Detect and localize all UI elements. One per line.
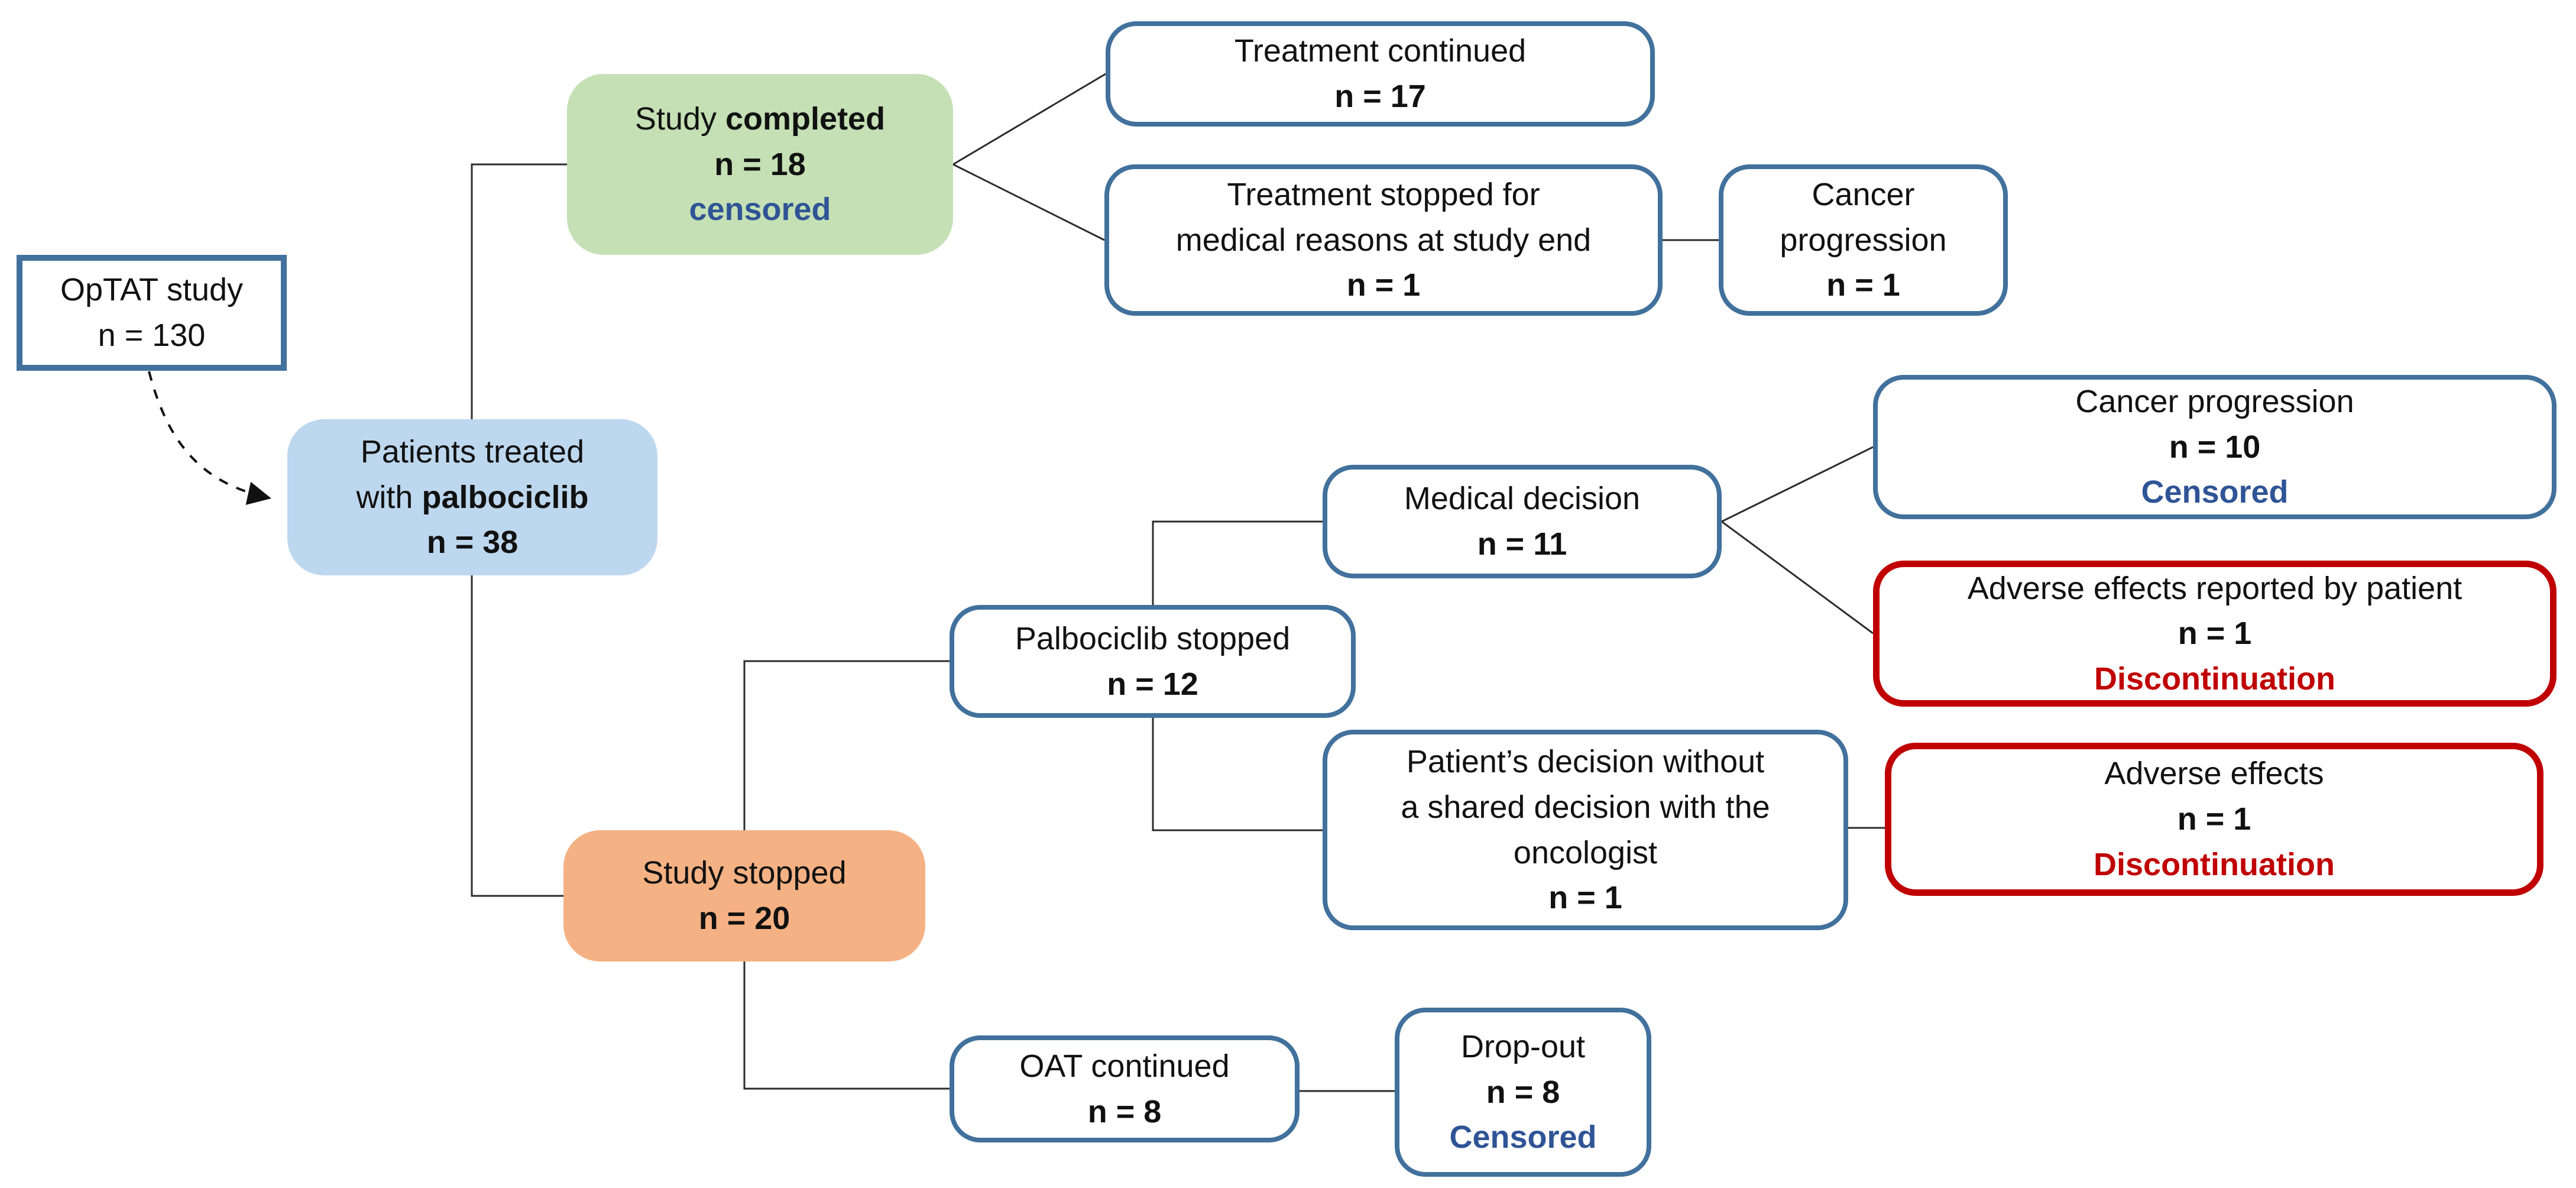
node-label-line: progression	[1780, 222, 1947, 258]
node-count-line: n = 1	[1548, 880, 1622, 916]
node-status-discontinuation: Discontinuation	[2094, 661, 2335, 697]
node-count-line: n = 8	[1486, 1074, 1560, 1110]
node-treatment-continued: Treatment continued n = 17	[1106, 21, 1655, 127]
node-study-completed: Study completed n = 18 censored	[567, 74, 953, 255]
connector-patients-to-study-stopped	[471, 575, 563, 897]
node-label-line: Patients treated	[360, 433, 585, 470]
connector-study-stopped-to-oat-continued	[743, 962, 950, 1090]
node-count-line: n = 130	[98, 318, 206, 353]
node-palbociclib-stopped: Palbociclib stopped n = 12	[950, 605, 1356, 718]
node-count-line: n = 38	[426, 525, 519, 561]
node-status-censored: Censored	[1449, 1119, 1597, 1155]
node-count-line: n = 17	[1334, 79, 1426, 114]
node-count-line: n = 18	[714, 146, 806, 182]
node-count-line: n = 8	[1087, 1093, 1162, 1129]
connector-palbociclib-to-medical-decision	[1152, 520, 1323, 605]
node-count-line: n = 1	[2178, 616, 2252, 652]
node-label-line: Cancer	[1812, 176, 1915, 212]
node-adverse-effects-reported: Adverse effects reported by patient n = …	[1873, 561, 2556, 707]
node-count-line: n = 20	[698, 901, 790, 936]
connector-medical-to-cancer-progression-censored	[1721, 446, 1874, 523]
node-count-line: n = 10	[2169, 429, 2261, 465]
node-count-line: n = 11	[1477, 526, 1567, 562]
connector-completed-to-treatment-continued	[952, 73, 1106, 166]
node-label-line: Palbociclib stopped	[1015, 620, 1291, 656]
node-label-line: a shared decision with the	[1401, 789, 1770, 825]
node-label-line: Treatment continued	[1234, 33, 1527, 69]
node-label-line: Adverse effects	[2104, 756, 2324, 792]
node-optat-study: OpTAT study n = 130	[17, 255, 287, 371]
node-label-line: Medical decision	[1404, 481, 1641, 517]
node-label-line: OpTAT study	[60, 272, 244, 308]
node-label-line: oncologist	[1513, 834, 1658, 870]
node-status-censored: Censored	[2141, 474, 2289, 510]
node-adverse-effects: Adverse effects n = 1 Discontinuation	[1885, 743, 2543, 896]
node-status-censored: censored	[689, 192, 831, 228]
node-label-line: with palbociclib	[356, 479, 589, 515]
dashed-arrow	[148, 371, 271, 505]
node-count-line: n = 1	[1346, 267, 1421, 303]
node-label-line: Cancer progression	[2075, 384, 2354, 419]
connector-patients-to-study-completed	[471, 163, 567, 419]
node-patients-treated: Patients treated with palbociclib n = 38	[287, 419, 657, 575]
node-label-line: Study completed	[634, 101, 886, 137]
node-label-line: medical reasons at study end	[1175, 222, 1592, 258]
node-study-stopped: Study stopped n = 20	[563, 830, 925, 962]
node-label-line: Study stopped	[642, 855, 847, 891]
node-label-line: Patient’s decision without	[1406, 744, 1765, 780]
connector-palbociclib-to-patient-decision	[1152, 718, 1323, 831]
connector-study-stopped-to-palbociclib-stopped	[743, 660, 950, 830]
node-label-line: Adverse effects reported by patient	[1967, 570, 2462, 606]
node-oat-continued: OAT continued n = 8	[950, 1035, 1300, 1142]
node-count-line: n = 1	[1826, 267, 1900, 303]
node-count-line: n = 12	[1107, 666, 1198, 702]
node-label-line: Treatment stopped for	[1227, 176, 1540, 212]
node-status-discontinuation: Discontinuation	[2094, 846, 2335, 882]
node-patient-decision: Patient’s decision without a shared deci…	[1323, 730, 1848, 930]
node-cancer-progression-censored: Cancer progression n = 10 Censored	[1873, 375, 2556, 519]
node-label-line: OAT continued	[1019, 1048, 1230, 1084]
node-label-line: Drop-out	[1460, 1028, 1586, 1064]
node-count-line: n = 1	[2177, 801, 2251, 837]
node-medical-decision: Medical decision n = 11	[1323, 465, 1722, 578]
connector-medical-to-adverse-effects-reported	[1721, 520, 1874, 635]
node-cancer-progression-end: Cancer progression n = 1	[1719, 164, 2008, 316]
node-treatment-stopped-medical: Treatment stopped for medical reasons at…	[1104, 164, 1663, 316]
connector-completed-to-treatment-stopped	[952, 163, 1105, 241]
node-drop-out: Drop-out n = 8 Censored	[1395, 1008, 1651, 1177]
